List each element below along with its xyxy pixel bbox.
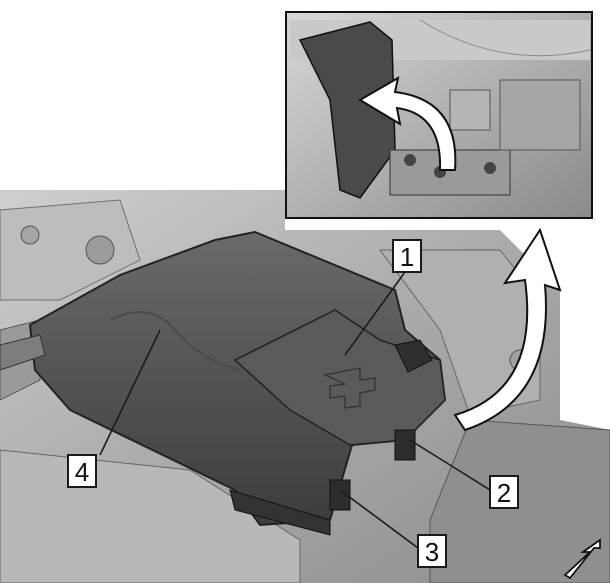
inset-detail [285, 11, 593, 219]
inset-lift-arrow-icon [358, 76, 457, 171]
callout-label-4: 4 [75, 457, 89, 487]
callout-1: 1 [392, 239, 422, 273]
leader-line-3 [339, 489, 419, 549]
leader-line-4 [99, 329, 161, 456]
callout-2: 2 [489, 475, 519, 509]
callout-label-3: 3 [425, 537, 439, 567]
leader-line-2 [409, 439, 491, 491]
callout-label-1: 1 [400, 242, 414, 272]
large-lift-arrow-icon [453, 227, 562, 432]
callout-3: 3 [417, 534, 447, 568]
callout-4: 4 [67, 454, 97, 488]
battery-cover [0, 230, 447, 536]
callout-label-2: 2 [497, 478, 511, 508]
leader-line-1 [344, 271, 406, 356]
vehicle-forward-arrow-icon [563, 538, 601, 580]
